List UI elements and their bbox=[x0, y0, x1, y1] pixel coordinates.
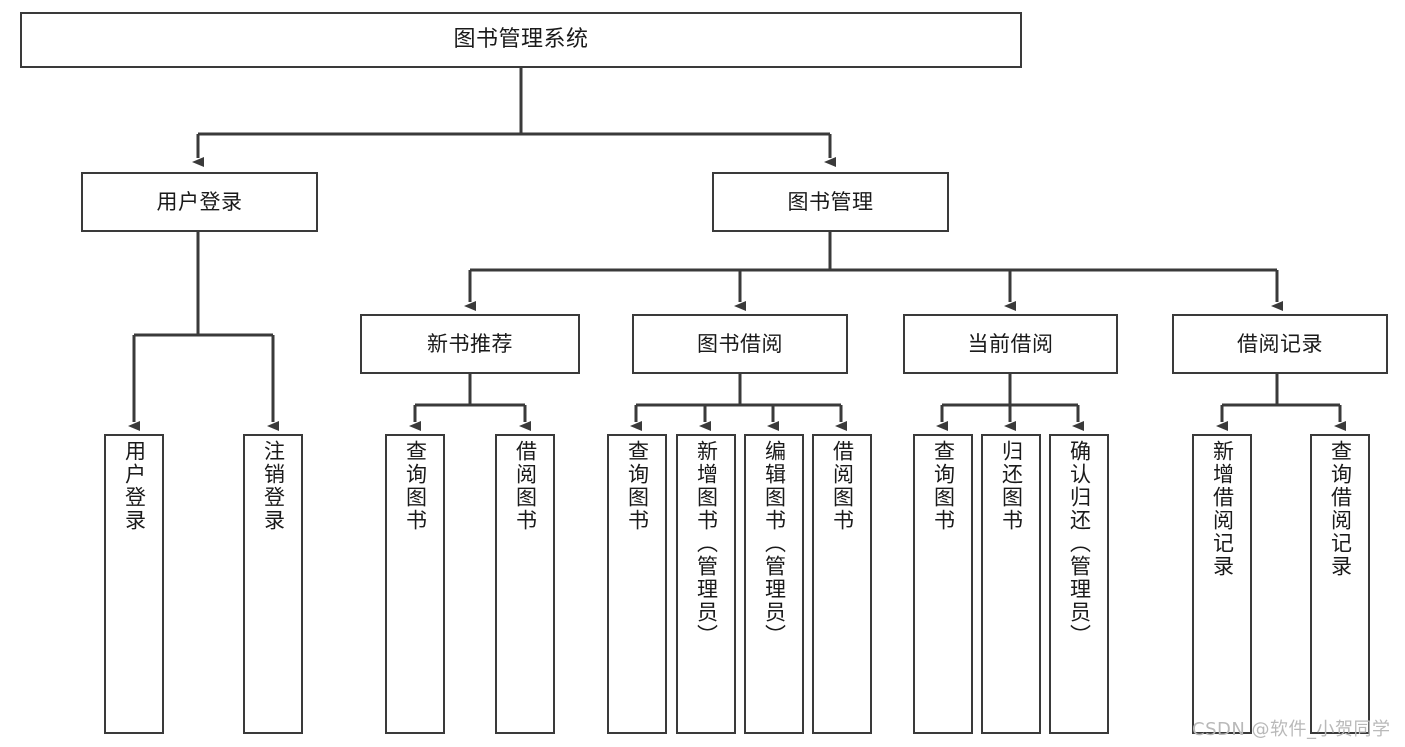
leaf-new-book-borrow-book[interactable]: 借阅图书 bbox=[495, 434, 555, 734]
node-label: 图书管理系统 bbox=[453, 27, 589, 53]
node-label: 查询借阅记录 bbox=[1328, 440, 1353, 578]
node-label: 借阅记录 bbox=[1237, 331, 1323, 356]
node-book-management[interactable]: 图书管理 bbox=[712, 172, 949, 232]
leaf-book-borrow-borrow-book[interactable]: 借阅图书 bbox=[812, 434, 872, 734]
leaf-borrow-record-query-record[interactable]: 查询借阅记录 bbox=[1310, 434, 1370, 734]
node-label: 查询图书 bbox=[403, 440, 428, 532]
node-new-book-recommend[interactable]: 新书推荐 bbox=[360, 314, 580, 374]
node-label: 归还图书 bbox=[999, 440, 1024, 532]
leaf-user-login-logout[interactable]: 注销登录 bbox=[243, 434, 303, 734]
node-borrow-record[interactable]: 借阅记录 bbox=[1172, 314, 1388, 374]
node-label: 图书管理 bbox=[787, 189, 874, 214]
node-label: 借阅图书 bbox=[513, 440, 538, 532]
leaf-borrow-record-add-record[interactable]: 新增借阅记录 bbox=[1192, 434, 1252, 734]
node-label: 用户登录 bbox=[156, 189, 243, 214]
node-label: 确认归还（管理员） bbox=[1067, 440, 1092, 647]
node-label: 用户登录 bbox=[122, 440, 147, 532]
leaf-current-borrow-return-book[interactable]: 归还图书 bbox=[981, 434, 1041, 734]
node-root-book-management-system[interactable]: 图书管理系统 bbox=[20, 12, 1022, 68]
node-label: 查询图书 bbox=[625, 440, 650, 532]
leaf-book-borrow-query-book[interactable]: 查询图书 bbox=[607, 434, 667, 734]
node-label: 查询图书 bbox=[931, 440, 956, 532]
node-label: 新书推荐 bbox=[427, 331, 513, 356]
node-user-login[interactable]: 用户登录 bbox=[81, 172, 318, 232]
leaf-current-borrow-confirm-return-admin[interactable]: 确认归还（管理员） bbox=[1049, 434, 1109, 734]
node-label: 新增借阅记录 bbox=[1210, 440, 1235, 578]
node-label: 注销登录 bbox=[261, 440, 286, 532]
leaf-user-login-user-login[interactable]: 用户登录 bbox=[104, 434, 164, 734]
leaf-new-book-query-book[interactable]: 查询图书 bbox=[385, 434, 445, 734]
node-label: 编辑图书（管理员） bbox=[762, 440, 787, 647]
node-book-borrow[interactable]: 图书借阅 bbox=[632, 314, 848, 374]
leaf-book-borrow-edit-book-admin[interactable]: 编辑图书（管理员） bbox=[744, 434, 804, 734]
node-label: 借阅图书 bbox=[830, 440, 855, 532]
csdn-watermark: CSDN @软件_小贺同学 bbox=[1192, 719, 1391, 740]
leaf-current-borrow-query-book[interactable]: 查询图书 bbox=[913, 434, 973, 734]
node-label: 当前借阅 bbox=[967, 331, 1054, 356]
node-label: 图书借阅 bbox=[697, 331, 783, 356]
node-label: 新增图书（管理员） bbox=[694, 440, 719, 647]
leaf-book-borrow-add-book-admin[interactable]: 新增图书（管理员） bbox=[676, 434, 736, 734]
node-current-borrow[interactable]: 当前借阅 bbox=[903, 314, 1118, 374]
